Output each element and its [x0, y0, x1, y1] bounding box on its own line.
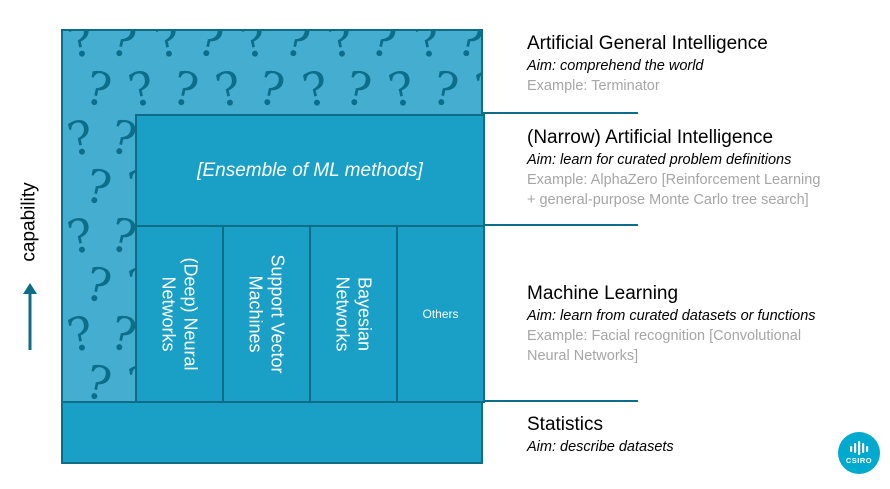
ml-cell-others: Others — [396, 225, 485, 403]
question-mark-glyph: ? — [470, 60, 483, 118]
question-mark-glyph: ? — [340, 60, 377, 118]
neural-networks-label: (Deep) Neural Networks — [158, 257, 201, 371]
question-mark-glyph: ? — [279, 29, 316, 69]
narrow-ai-box: [Ensemble of ML methods] — [135, 114, 485, 227]
csiro-logo: CSIRO — [838, 432, 880, 474]
divider-line-ai — [483, 224, 638, 226]
level-aim: Aim: describe datasets — [527, 439, 674, 455]
level-aim: Aim: learn from curated datasets or func… — [527, 308, 816, 324]
question-mark-glyph: ? — [192, 29, 229, 69]
level-example-line: Example: AlphaZero [Reinforcement Learni… — [527, 172, 821, 188]
question-mark-glyph: ? — [62, 109, 99, 167]
divider-line-ml — [483, 400, 638, 402]
support-vector-machines-label: Support Vector Machines — [245, 254, 288, 374]
question-mark-glyph: ? — [80, 256, 117, 314]
level-aim: Aim: learn for curated problem definitio… — [527, 152, 792, 168]
capability-arrow-icon — [23, 283, 37, 350]
question-mark-glyph: ? — [427, 60, 464, 118]
level-agi: Artificial General Intelligence Aim: com… — [527, 32, 872, 96]
question-mark-glyph: ? — [383, 60, 420, 118]
level-example-line: Example: Terminator — [527, 78, 660, 94]
level-statistics: Statistics Aim: describe datasets — [527, 413, 872, 457]
level-example-line: Neural Networks] — [527, 348, 639, 364]
question-mark-glyph: ? — [365, 29, 402, 69]
statistics-box — [61, 401, 483, 464]
ml-cell-support-vector-machines: Support Vector Machines — [222, 225, 311, 403]
question-mark-glyph: ? — [123, 60, 160, 118]
question-mark-glyph: ? — [297, 60, 334, 118]
others-label: Others — [422, 307, 459, 321]
question-mark-glyph: ? — [62, 305, 99, 363]
question-mark-glyph: ? — [253, 60, 290, 118]
level-title: Artificial General Intelligence — [527, 33, 768, 54]
level-title: (Narrow) Artificial Intelligence — [527, 127, 774, 148]
question-mark-glyph: ? — [62, 207, 99, 265]
level-aim: Aim: comprehend the world — [527, 58, 704, 74]
level-machine-learning: Machine Learning Aim: learn from curated… — [527, 282, 872, 366]
capability-axis-label: capability — [10, 172, 50, 272]
bayesian-networks-label: Bayesian Networks — [332, 276, 375, 352]
question-mark-glyph: ? — [167, 60, 204, 118]
level-example-line: + general-purpose Monte Carlo tree searc… — [527, 192, 809, 208]
ml-cell-bayesian-networks: Bayesian Networks — [309, 225, 398, 403]
question-mark-glyph: ? — [80, 60, 117, 118]
question-mark-glyph: ? — [210, 60, 247, 118]
question-mark-glyph: ? — [80, 158, 117, 216]
question-mark-glyph: ? — [105, 29, 142, 69]
csiro-logo-icon — [850, 441, 869, 455]
level-narrow-ai: (Narrow) Artificial Intelligence Aim: le… — [527, 126, 872, 210]
question-mark-glyph: ? — [452, 29, 483, 69]
divider-line-agi — [483, 112, 638, 114]
level-title: Machine Learning — [527, 283, 679, 304]
csiro-logo-text: CSIRO — [845, 456, 873, 465]
level-title: Statistics — [527, 414, 604, 435]
ensemble-label: [Ensemble of ML methods] — [197, 159, 423, 181]
ml-cell-neural-networks: (Deep) Neural Networks — [135, 225, 224, 403]
capability-label-text: capability — [19, 182, 40, 262]
level-example-line: Example: Facial recognition [Convolution… — [527, 328, 802, 344]
